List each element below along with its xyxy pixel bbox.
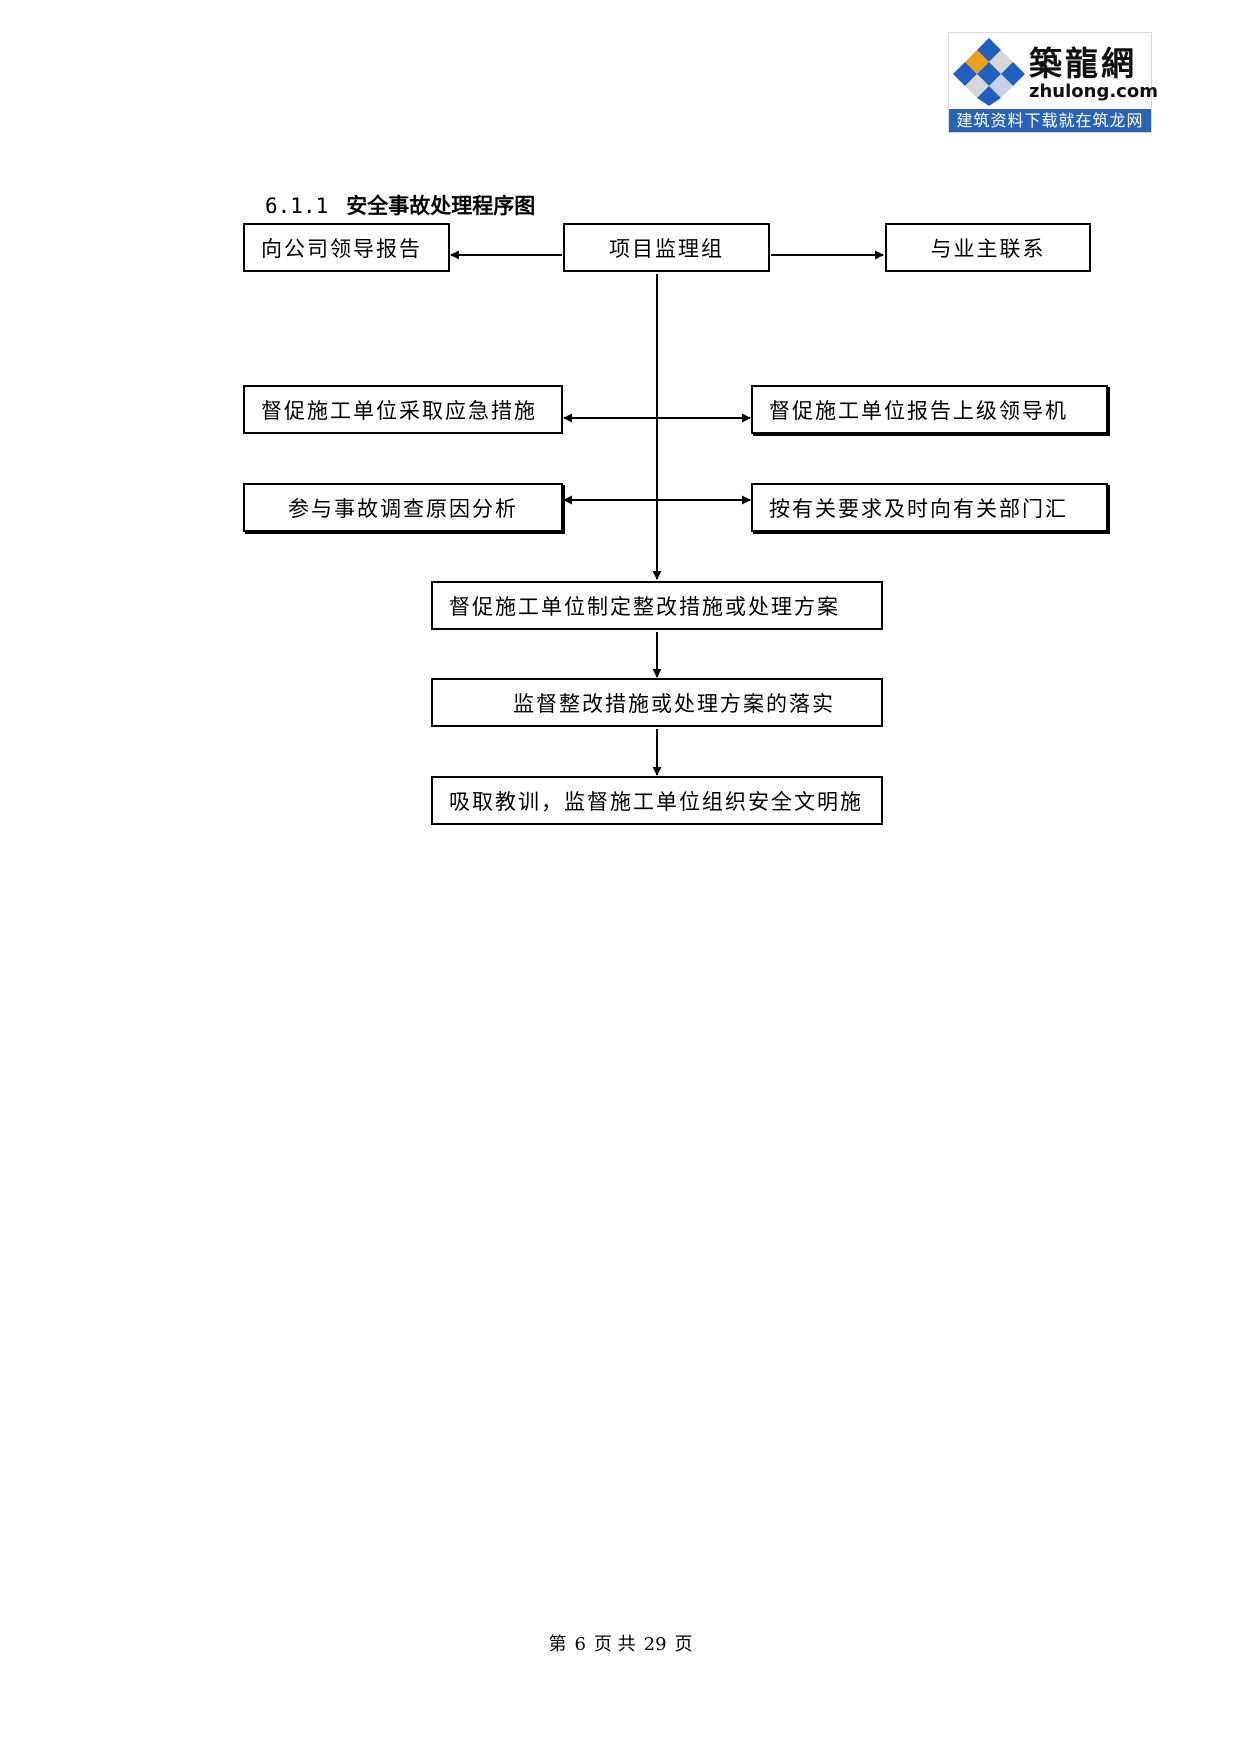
section-number: 6.1.1 (265, 194, 329, 218)
node-label: 按有关要求及时向有关部门汇 (769, 496, 1068, 521)
node-label: 参与事故调查原因分析 (288, 496, 518, 521)
logo-english-name: zhulong.com (1029, 81, 1158, 102)
node-investigate: 参与事故调查原因分析 (243, 483, 563, 532)
footer-mid: 页 共 (593, 1634, 636, 1655)
zhulong-logo: 築龍網 zhulong.com 建筑资料下载就在筑龙网 (948, 32, 1158, 133)
node-report-company: 向公司领导报告 (243, 223, 450, 272)
node-label: 与业主联系 (930, 236, 1046, 261)
node-label: 督促施工单位制定整改措施或处理方案 (449, 594, 840, 619)
footer-page-number: 6 (574, 1634, 586, 1655)
node-supervise-plan: 监督整改措施或处理方案的落实 (431, 678, 883, 727)
logo-chinese-name: 築龍網 (1029, 44, 1137, 83)
node-label: 吸取教训，监督施工单位组织安全文明施 (449, 789, 863, 814)
node-label: 监督整改措施或处理方案的落实 (513, 691, 835, 716)
node-urge-plan: 督促施工单位制定整改措施或处理方案 (431, 581, 883, 630)
logo-diamond-icon (953, 38, 1025, 106)
section-heading: 6.1.1 安全事故处理程序图 (265, 190, 535, 220)
footer-total-pages: 29 (643, 1634, 667, 1655)
node-contact-owner: 与业主联系 (885, 223, 1091, 272)
node-label: 督促施工单位报告上级领导机 (769, 398, 1068, 423)
footer-suffix: 页 (674, 1634, 693, 1655)
node-label: 督促施工单位采取应急措施 (261, 398, 537, 423)
node-label: 项目监理组 (609, 236, 724, 261)
node-report-departments: 按有关要求及时向有关部门汇 (751, 483, 1108, 532)
section-title: 安全事故处理程序图 (346, 193, 536, 218)
node-urge-report: 督促施工单位报告上级领导机 (751, 385, 1108, 434)
node-label: 向公司领导报告 (261, 236, 422, 261)
logo-slogan: 建筑资料下载就在筑龙网 (949, 109, 1151, 132)
footer-prefix: 第 (548, 1634, 567, 1655)
node-supervision-team: 项目监理组 (563, 223, 770, 272)
node-lessons: 吸取教训，监督施工单位组织安全文明施 (431, 776, 883, 825)
node-urge-emergency: 督促施工单位采取应急措施 (243, 385, 563, 434)
